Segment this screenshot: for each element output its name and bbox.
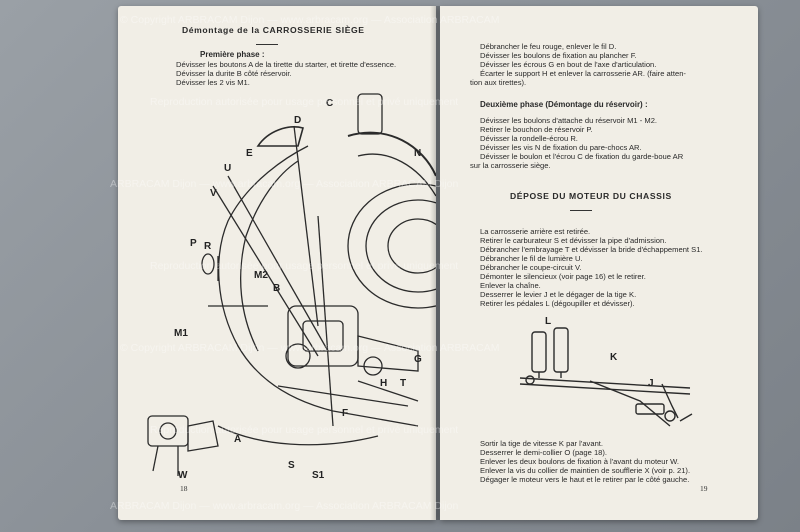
pedal-linkage-diagram: L K J: [519, 316, 693, 427]
section-step-4: Débrancher le fil de lumière U.: [480, 254, 583, 263]
left-step-1: Dévisser les boutons A de la tirette du …: [176, 60, 397, 69]
scooter-rear-diagram: C D N V U E P R M1 M2 B H T G S S1 F A W: [147, 93, 436, 481]
phase2-title: Deuxième phase (Démontage du réservoir) …: [480, 100, 648, 109]
right-intro-4: Écarter le support H et enlever la carro…: [480, 69, 686, 78]
label-G: G: [414, 354, 422, 365]
label-J: J: [648, 378, 654, 389]
final-step-2: Desserrer le demi-collier O (page 18).: [480, 448, 608, 457]
section-step-5: Débrancher le coupe-circuit V.: [480, 263, 582, 272]
left-page-title: Démontage de la CARROSSERIE SIÈGE: [182, 25, 365, 35]
final-step-1: Sortir la tige de vitesse K par l'avant.: [480, 439, 604, 448]
label-S: S: [288, 460, 295, 471]
phase2-step-4: Dévisser les vis N de fixation du pare-c…: [480, 143, 642, 152]
final-step-4: Enlever la vis du collier de maintien de…: [480, 466, 691, 475]
label-N: N: [414, 148, 421, 159]
right-intro-5: tion aux tirettes).: [470, 78, 527, 87]
label-D: D: [294, 115, 301, 126]
label-E: E: [246, 148, 253, 159]
label-K: K: [610, 352, 618, 363]
label-H: H: [380, 378, 387, 389]
label-P: P: [190, 238, 197, 249]
label-M2: M2: [254, 270, 268, 281]
label-A: A: [234, 434, 241, 445]
left-step-3: Dévisser les 2 vis M1.: [176, 78, 250, 87]
title-rule: [256, 44, 278, 45]
phase2-step-3: Dévisser la rondelle-écrou R.: [480, 134, 578, 143]
section-step-2: Retirer le carburateur S et dévisser la …: [480, 236, 667, 245]
section-step-3: Débrancher l'embrayage T et dévisser la …: [480, 245, 703, 254]
page-number-right: 19: [700, 484, 708, 493]
left-step-2: Dévisser la durite B côté réservoir.: [176, 69, 292, 78]
label-C: C: [326, 98, 333, 109]
label-M1: M1: [174, 328, 188, 339]
label-U: U: [224, 163, 231, 174]
phase2-step-2: Retirer le bouchon de réservoir P.: [480, 125, 593, 134]
final-step-5: Dégager le moteur vers le haut et le ret…: [480, 475, 690, 484]
right-intro-1: Débrancher le feu rouge, enlever le fil …: [480, 42, 617, 51]
section-rule: [570, 210, 592, 211]
right-intro-3: Dévisser les écrous G en bout de l'axe d…: [480, 60, 657, 69]
section-title: DÉPOSE DU MOTEUR DU CHASSIS: [510, 191, 672, 201]
label-T: T: [400, 378, 406, 389]
phase2-step-1: Dévisser les boulons d'attache du réserv…: [480, 116, 658, 125]
right-intro-2: Dévisser les boulons de fixation au plan…: [480, 51, 637, 60]
left-page: Démontage de la CARROSSERIE SIÈGE Premiè…: [118, 6, 436, 520]
section-step-6: Démonter le silencieux (voir page 16) et…: [480, 272, 646, 281]
label-W: W: [178, 470, 188, 481]
phase2-step-5: Dévisser le boulon et l'écrou C de fixat…: [480, 152, 684, 161]
section-step-9: Retirer les pédales L (dégoupiller et dé…: [480, 299, 635, 308]
right-page: Débrancher le feu rouge, enlever le fil …: [440, 6, 758, 520]
booklet: Démontage de la CARROSSERIE SIÈGE Premiè…: [118, 6, 758, 520]
label-L: L: [545, 316, 551, 327]
section-step-8: Desserrer le levier J et le dégager de l…: [480, 290, 637, 299]
section-step-7: Enlever la chaîne.: [480, 281, 541, 290]
label-V: V: [210, 188, 217, 199]
phase2-step-6: sur la carrosserie siège.: [470, 161, 551, 170]
label-R: R: [204, 241, 212, 252]
label-B: B: [273, 283, 280, 294]
label-S1: S1: [312, 470, 325, 481]
section-step-1: La carrosserie arrière est retirée.: [480, 227, 591, 236]
label-F: F: [342, 408, 348, 419]
final-step-3: Enlever les deux boulons de fixation à l…: [480, 457, 680, 466]
phase1-title: Première phase :: [200, 50, 265, 59]
page-number-left: 18: [180, 484, 188, 493]
